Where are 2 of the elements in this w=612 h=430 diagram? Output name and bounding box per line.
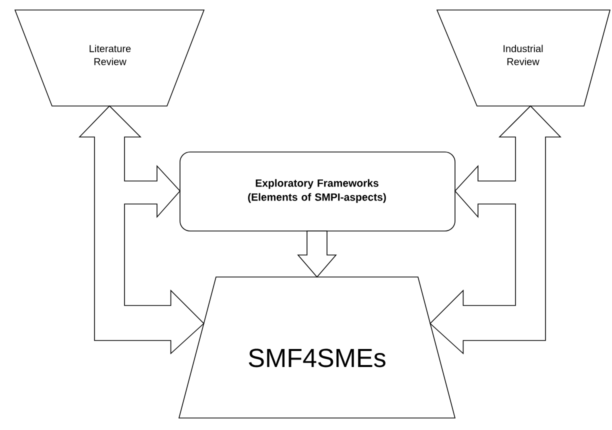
rounded-box: Exploratory Frameworks (Elements of SMPI-aspects) [180, 152, 456, 232]
block-arrow [297, 230, 337, 278]
